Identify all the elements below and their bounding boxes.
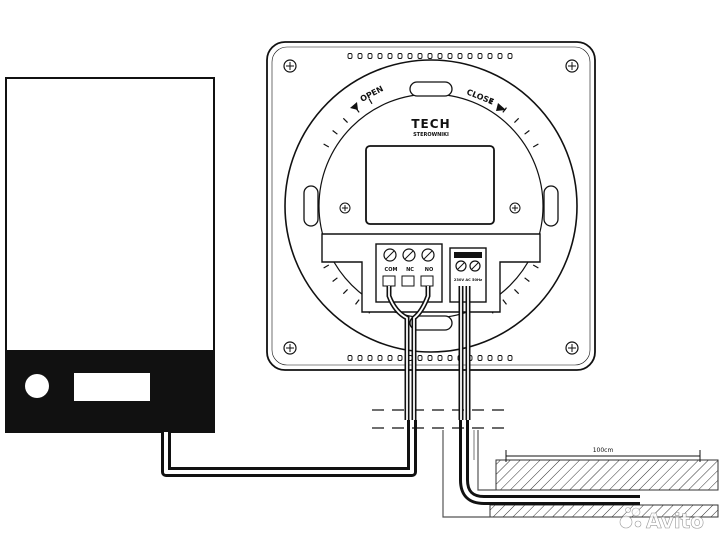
terminal-screw-icon-no — [421, 248, 435, 262]
vent-slot — [397, 355, 403, 361]
display-window — [365, 145, 495, 225]
ring-tick — [323, 143, 330, 148]
screw-icon-bl — [283, 341, 297, 355]
sensor-cable — [459, 300, 640, 505]
vent-slot — [357, 53, 363, 59]
thermostat: OPEN CLOSE TECH STEROWNIKI COM NC NO — [266, 41, 596, 420]
vent-slot — [347, 53, 353, 59]
ring-tick — [514, 289, 520, 295]
vent-slot — [507, 53, 513, 59]
vent-slot — [417, 355, 423, 361]
vent-slot — [347, 355, 353, 361]
vent-slot — [377, 355, 383, 361]
vent-slot — [357, 355, 363, 361]
relay-wires — [386, 286, 431, 420]
ring-slot-left — [303, 185, 319, 227]
vent-slot — [437, 53, 443, 59]
vent-slot — [497, 53, 503, 59]
screw-icon-left — [339, 202, 351, 214]
screw-icon-br — [565, 341, 579, 355]
ring-tick — [532, 143, 539, 148]
vent-slot — [487, 355, 493, 361]
screw-icon-right — [509, 202, 521, 214]
dimension-100cm: 100cm — [505, 447, 701, 462]
relay-terminal-block: COM NC NO — [375, 243, 443, 303]
ring-slot-right — [543, 185, 559, 227]
ring-tick — [332, 277, 338, 282]
ring-tick — [342, 289, 348, 295]
vent-slot — [367, 355, 373, 361]
boiler — [5, 77, 215, 433]
vent-slot — [437, 355, 443, 361]
brand-logo: TECH — [411, 117, 450, 131]
vent-slot — [467, 53, 473, 59]
screw-icon-tr — [565, 59, 579, 73]
avito-dots-icon — [619, 507, 642, 529]
boiler-display — [74, 373, 150, 401]
terminal-screw-icon-com — [383, 248, 397, 262]
vent-slot — [387, 53, 393, 59]
ring-tick — [514, 117, 520, 123]
ring-tick — [368, 98, 373, 105]
terminal-label-com: COM — [385, 267, 398, 273]
dimension-label: 100cm — [593, 447, 614, 454]
vent-slot — [407, 53, 413, 59]
vent-slot — [417, 53, 423, 59]
vent-slot — [387, 355, 393, 361]
ring-tick — [524, 130, 530, 135]
terminal-label-no: NO — [425, 267, 433, 273]
power-label: 230V AC 50Hz — [454, 278, 482, 282]
vent-slot — [367, 53, 373, 59]
ring-slot-top — [409, 81, 453, 97]
floor-section — [442, 430, 719, 518]
vent-slot — [507, 355, 513, 361]
watermark: Avito — [619, 507, 704, 533]
screw-icon-tl — [283, 59, 297, 73]
boiler-knob — [25, 374, 49, 398]
boiler-cable — [161, 420, 417, 477]
vent-slot — [447, 355, 453, 361]
ring-tick — [532, 264, 539, 269]
terminal-screw-icon-nc — [402, 248, 416, 262]
power-wires — [458, 286, 471, 420]
brand-subtitle: STEROWNIKI — [413, 132, 449, 138]
ring-tick — [524, 277, 530, 282]
power-screw-icon-2 — [469, 260, 481, 272]
vent-slot — [427, 355, 433, 361]
vent-slot — [477, 355, 483, 361]
vent-slot — [377, 53, 383, 59]
ring-tick — [342, 117, 348, 123]
screed-layer — [495, 459, 719, 491]
vent-slot — [427, 53, 433, 59]
ring-tick — [489, 98, 494, 105]
vent-slot — [477, 53, 483, 59]
wall-break — [372, 409, 506, 429]
ring-tick — [502, 299, 507, 305]
watermark-text: Avito — [646, 509, 704, 533]
vent-slot — [487, 53, 493, 59]
corner-screw-icons — [283, 59, 579, 355]
ring-tick — [332, 130, 338, 135]
vent-slot — [497, 355, 503, 361]
vent-slot — [457, 53, 463, 59]
ring-slot-bottom — [409, 315, 453, 331]
power-screw-icon-1 — [455, 260, 467, 272]
ring-tick — [323, 264, 330, 269]
terminal-label-nc: NC — [406, 267, 414, 273]
ring-tick — [355, 299, 360, 305]
mounting-ring-outer — [284, 59, 578, 353]
vent-slot — [447, 53, 453, 59]
vent-slot — [397, 53, 403, 59]
